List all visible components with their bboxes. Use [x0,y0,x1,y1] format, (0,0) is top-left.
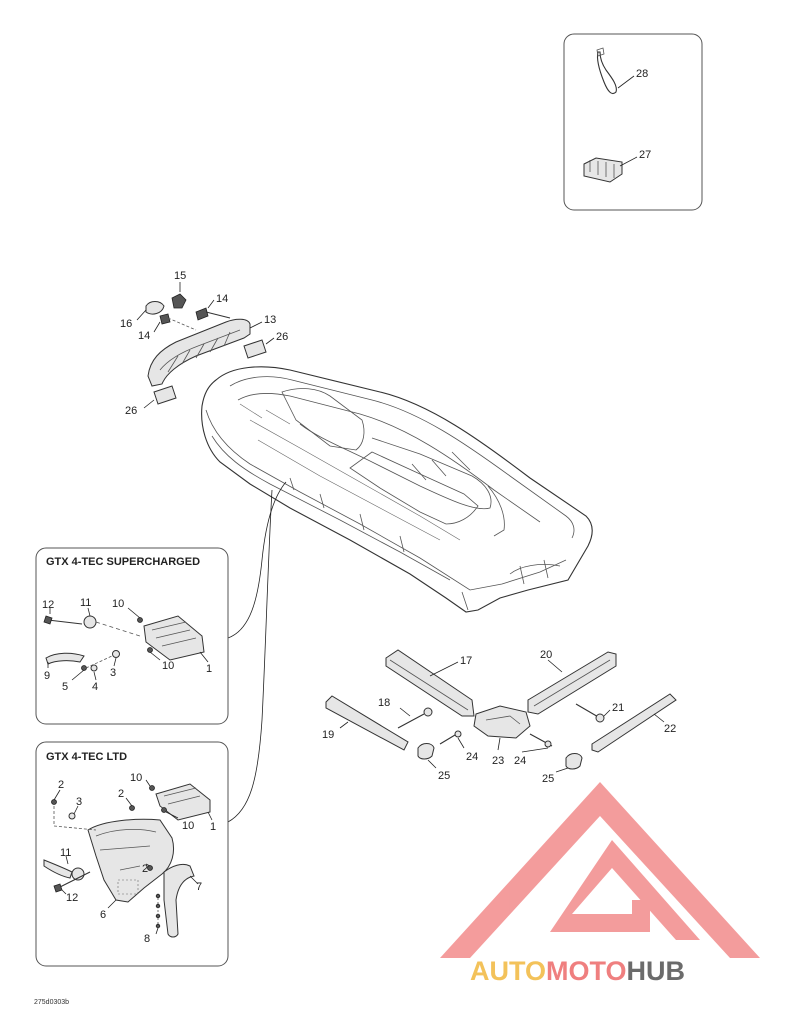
callout-15: 15 [174,270,186,282]
screw-part-14-lower [153,313,197,333]
ltd-vent-part-1 [155,783,213,821]
hull-body [201,366,593,613]
callout-14-upper: 14 [216,293,228,305]
watermark-triangle-icon [440,782,760,958]
callout-20: 20 [540,649,552,661]
ltd-screw-2-left [51,789,61,826]
supercharged-screw-10a [127,607,143,623]
callout-1-ltd: 1 [210,821,216,833]
ltd-side-panel-part-6 [87,818,175,909]
pad-part-26-right [243,337,275,359]
cap-part-25-left [417,743,437,769]
callout-24-right: 24 [514,755,526,767]
callout-28: 28 [636,68,648,80]
callout-27: 27 [639,149,651,161]
svg-text:AUTOMOTOHUB: AUTOMOTOHUB [470,956,685,986]
callout-22: 22 [664,723,676,735]
rub-rail-part-17 [385,649,475,717]
cap-part-25-right [555,753,583,773]
nut-part-15 [171,282,187,309]
callout-3-supercharged: 3 [110,667,116,679]
rivet-part-21 [575,703,611,723]
strip-part-22 [591,693,677,753]
corner-bracket-part-23 [473,705,531,751]
watermark-text-auto: AUTO [470,956,546,986]
callout-23: 23 [492,755,504,767]
callout-24-left: 24 [466,751,478,763]
callout-8: 8 [144,933,150,945]
bolt-part-14-upper [195,299,231,321]
ltd-pin-part-12 [53,871,91,895]
callout-13: 13 [264,314,276,326]
box-title-supercharged: GTX 4-TEC SUPERCHARGED [46,556,200,568]
callout-12-ltd: 12 [66,892,78,904]
callout-9: 9 [44,670,50,682]
callout-5: 5 [62,681,68,693]
strip-part-19 [325,695,409,751]
callout-17: 17 [460,655,472,667]
callout-7: 7 [196,881,202,893]
watermark-text-moto: MOTO [546,956,627,986]
ltd-cap-part-11 [43,855,85,881]
supercharged-vent-part-1 [143,615,205,661]
pad-part-26-left [143,385,177,409]
callout-12-supercharged: 12 [42,599,54,611]
callout-21: 21 [612,702,624,714]
callout-4: 4 [92,681,98,693]
cap-part-16 [136,301,165,321]
ltd-screw-10a [145,779,155,791]
rub-rail-part-20 [527,651,617,715]
inset-box-ltd [35,741,229,967]
callout-6: 6 [100,909,106,921]
ltd-strip-part-7 [163,863,199,938]
callout-25-right: 25 [542,773,554,785]
callout-10-supercharged-top: 10 [112,598,124,610]
watermark-logo: AUTOMOTOHUB [440,782,760,986]
callout-10-supercharged-bottom: 10 [162,660,174,672]
callout-2-ltd-left: 2 [58,779,64,791]
rivet-part-24-left [439,730,465,749]
callout-1-supercharged: 1 [206,663,212,675]
cable-tie-part-28 [596,47,635,95]
callout-16: 16 [120,318,132,330]
reference-code: 275d0303b [34,999,69,1006]
ltd-screw-10b [161,807,179,819]
callout-10-ltd-bottom: 10 [182,820,194,832]
callout-18: 18 [378,697,390,709]
ltd-screw-2-right [145,863,153,871]
ltd-fasteners-part-8 [155,893,161,935]
callout-19: 19 [322,729,334,741]
callout-2-ltd-mid: 2 [118,788,124,800]
watermark-text-hub: HUB [627,956,686,986]
supercharged-cap-part-11 [83,607,141,637]
supercharged-pin-part-12 [43,608,83,625]
ltd-screw-2-mid [125,797,135,811]
callout-26-right: 26 [276,331,288,343]
inset-box-supercharged [35,547,229,725]
callout-14-lower: 14 [138,330,150,342]
box-title-ltd: GTX 4-TEC LTD [46,751,127,763]
connector-part-27 [583,156,638,183]
callout-10-ltd-top: 10 [130,772,142,784]
rivet-part-24-right [521,733,553,753]
supercharged-strip-part-9 [45,652,85,668]
leader-curve-ltd [227,489,273,823]
rivet-part-18 [397,707,433,729]
grab-handle-part-13 [147,318,251,387]
supercharged-parts-3-4-5 [71,650,120,681]
inset-box-accessories [563,33,703,211]
callout-11-supercharged: 11 [80,597,91,609]
callout-25-left: 25 [438,770,450,782]
ltd-screw-3 [53,805,97,831]
supercharged-screw-10b [147,647,161,661]
callout-11-ltd: 11 [60,847,71,859]
callout-3-ltd: 3 [76,796,82,808]
callout-2-ltd-right: 2 [142,863,148,875]
callout-26-left: 26 [125,405,137,417]
leader-curve-supercharged [227,481,287,639]
